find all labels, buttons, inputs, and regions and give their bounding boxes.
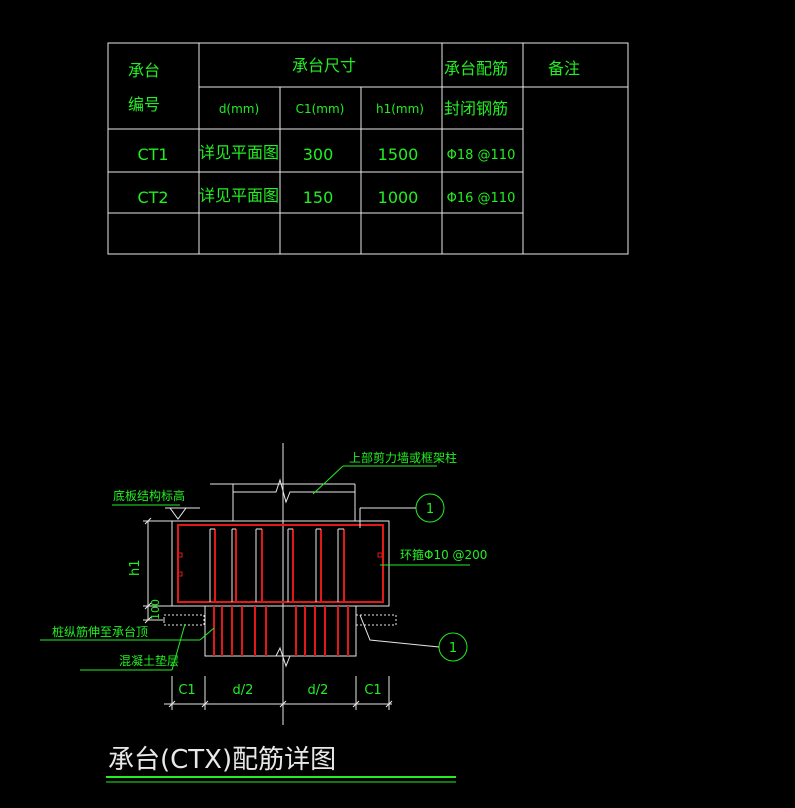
row-h1: 1000 bbox=[378, 188, 419, 207]
closed-rebar bbox=[177, 524, 384, 603]
dim-c1-right: C1 bbox=[364, 683, 381, 698]
pile-cap-outline bbox=[171, 520, 390, 607]
drawing-title-block: 承台(CTX)配筋详图 bbox=[106, 745, 456, 783]
header-cap-line2: 编号 bbox=[128, 95, 160, 114]
cushion-left bbox=[163, 614, 205, 626]
row-rebar: Φ16 @110 bbox=[447, 191, 516, 206]
break-line-top bbox=[233, 478, 355, 504]
row-h1: 1500 bbox=[378, 145, 419, 164]
label-stirrup: 环箍Φ10 @200 bbox=[400, 547, 487, 562]
pile-outline bbox=[204, 605, 357, 657]
table-row: CT2 详见平面图 150 1000 Φ16 @110 bbox=[137, 186, 515, 207]
label-cushion: 混凝土垫层 bbox=[119, 653, 179, 668]
elevation-mark bbox=[169, 507, 187, 520]
label-elevation: 底板结构标高 bbox=[113, 488, 185, 503]
row-id: CT1 bbox=[137, 145, 168, 164]
cushion-right bbox=[355, 614, 397, 626]
row-rebar: Φ18 @110 bbox=[447, 148, 516, 163]
row-d: 详见平面图 bbox=[199, 186, 279, 205]
break-line-bottom bbox=[205, 646, 356, 668]
row-id: CT2 bbox=[137, 188, 168, 207]
header-col-closed: 封闭钢筋 bbox=[444, 99, 508, 118]
dim-c1-left: C1 bbox=[178, 683, 195, 698]
dim-d2-right: d/2 bbox=[308, 683, 329, 698]
header-col-h1: h1(mm) bbox=[376, 102, 424, 116]
drawing-title: 承台(CTX)配筋详图 bbox=[108, 745, 336, 775]
header-rebar-group: 承台配筋 bbox=[444, 59, 508, 78]
dim-h1: h1 bbox=[128, 559, 143, 576]
header-col-c1: C1(mm) bbox=[296, 102, 345, 116]
rebar-schedule-table: 承台 编号 承台尺寸 承台配筋 备注 d(mm) C1(mm) h1(mm) 封… bbox=[107, 42, 629, 255]
label-wall: 上部剪力墙或框架柱 bbox=[349, 450, 457, 465]
dim-d2-left: d/2 bbox=[233, 683, 254, 698]
header-size-group: 承台尺寸 bbox=[292, 56, 356, 75]
row-c1: 150 bbox=[303, 188, 334, 207]
callout-number-bottom: 1 bbox=[449, 641, 457, 656]
label-pile-rebar: 桩纵筋伸至承台顶 bbox=[52, 624, 148, 639]
row-c1: 300 bbox=[303, 145, 334, 164]
table-row: CT1 详见平面图 300 1500 Φ18 @110 bbox=[137, 143, 515, 164]
callout-number-top: 1 bbox=[426, 502, 434, 517]
pile-cap-detail: h1 100 C1 d/2 d/2 C1 上部剪力墙或框架柱 底板结构标高 1 … bbox=[40, 443, 487, 725]
header-col-d: d(mm) bbox=[219, 102, 259, 116]
dim-100: 100 bbox=[149, 599, 162, 620]
header-remark: 备注 bbox=[548, 59, 580, 78]
header-cap-line1: 承台 bbox=[128, 61, 160, 80]
row-d: 详见平面图 bbox=[199, 143, 279, 162]
